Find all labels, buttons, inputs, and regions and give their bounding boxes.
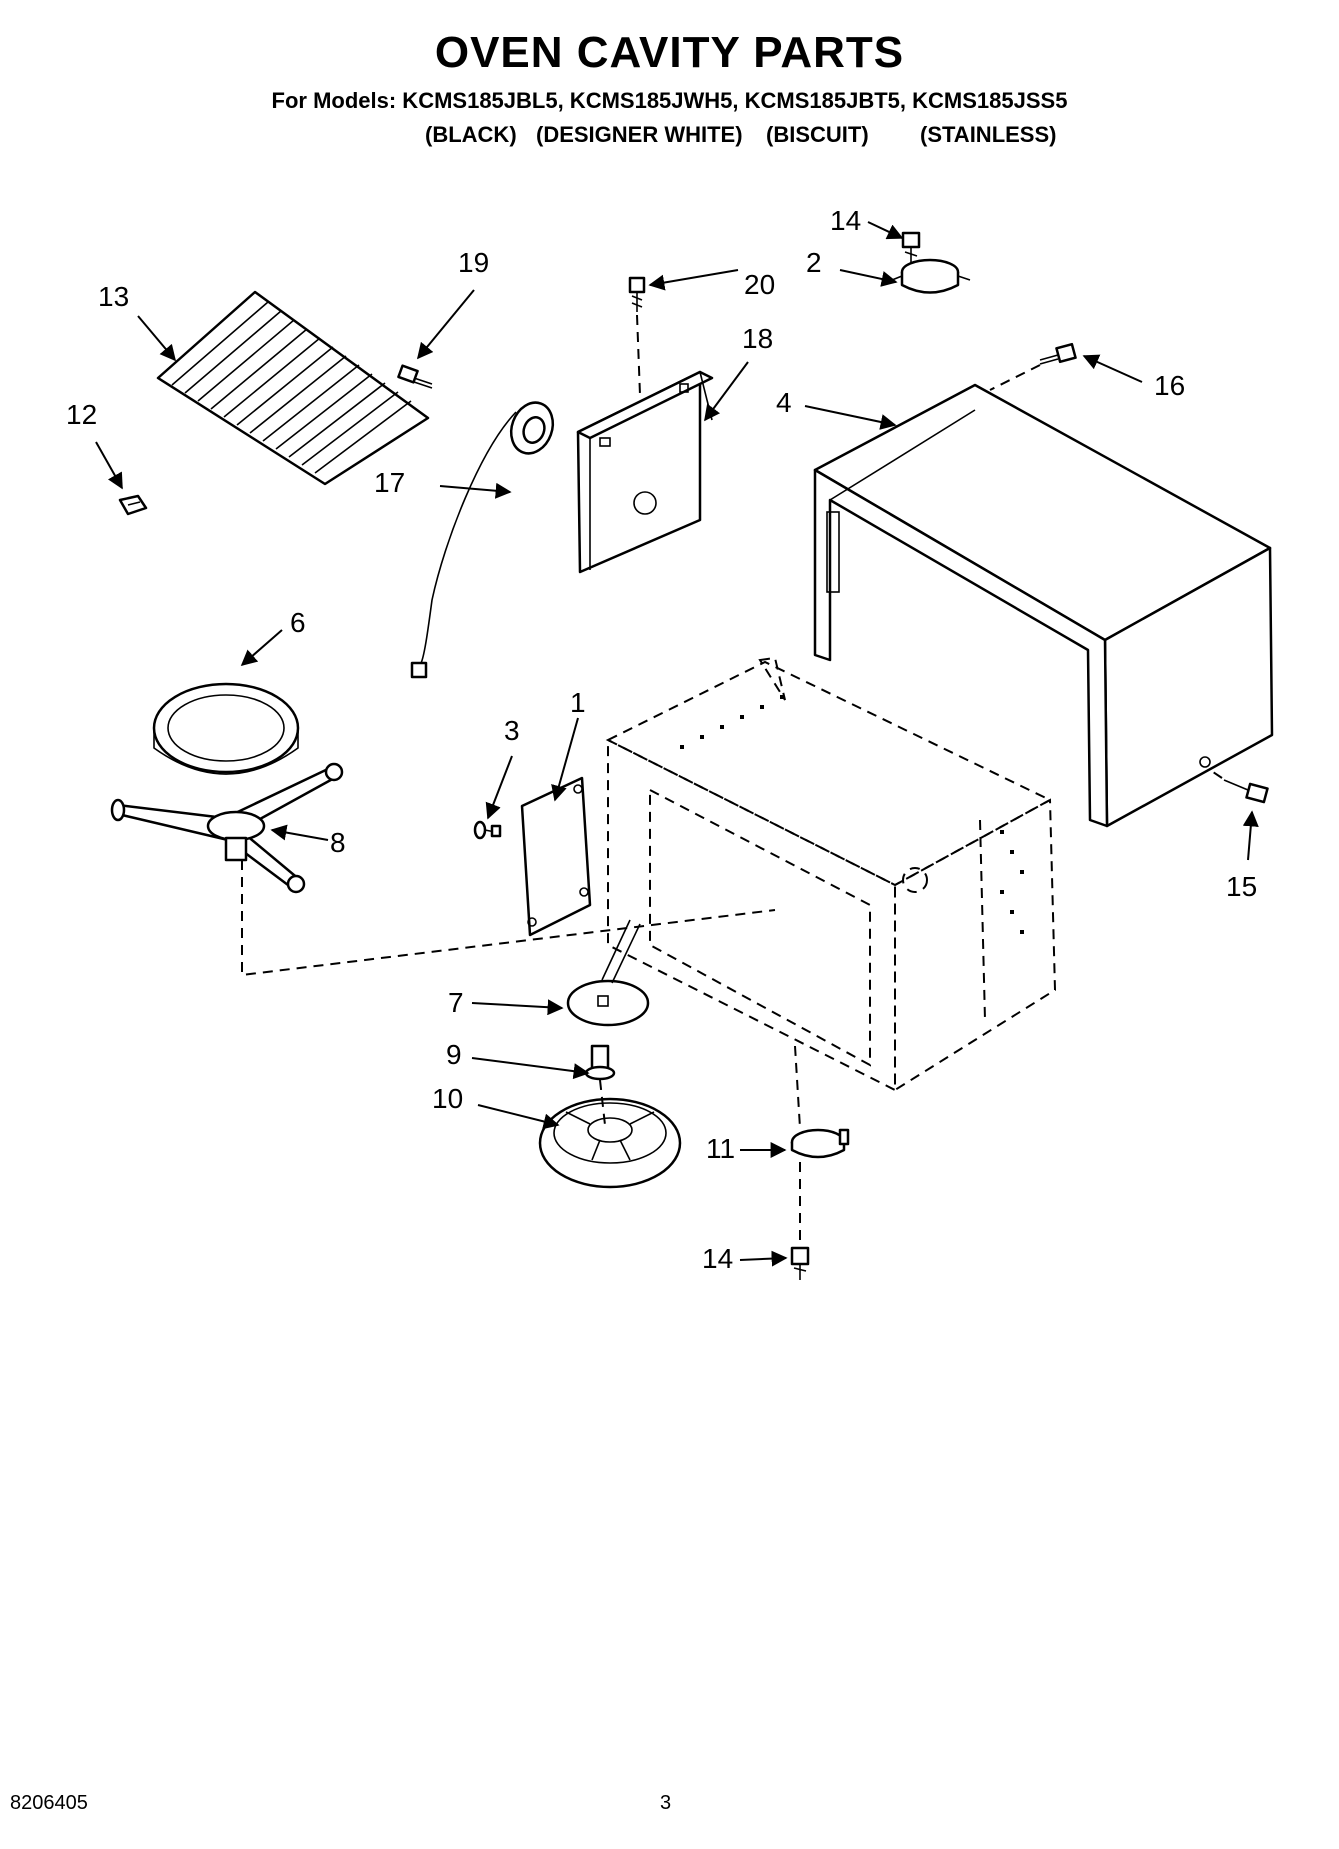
callout-14-bottom: 14: [702, 1243, 733, 1274]
callout-9: 9: [446, 1039, 462, 1070]
callout-8: 8: [330, 827, 346, 858]
part-3-screw: [473, 820, 502, 840]
callout-16: 16: [1154, 370, 1185, 401]
part-17-lamp-socket: [410, 401, 555, 679]
part-2-motor: [891, 258, 971, 294]
doc-number: 8206405: [10, 1792, 88, 1814]
callout-14-top: 14: [830, 205, 861, 236]
callout-11: 11: [706, 1133, 735, 1164]
part-18-bracket: [576, 370, 714, 574]
part-4-outer-wrapper: [813, 383, 1274, 828]
callout-20: 20: [744, 269, 775, 300]
callout-2: 2: [806, 247, 822, 278]
part-11-turntable-motor: [790, 1128, 850, 1159]
part-14-screw-bottom: [790, 1246, 810, 1280]
callout-15: 15: [1226, 871, 1257, 902]
part-19-screw: [397, 364, 433, 389]
part-12-clip: [118, 494, 148, 516]
callout-19: 19: [458, 247, 489, 278]
color-designer-white: (DESIGNER WHITE): [536, 122, 743, 147]
color-stainless: (STAINLESS): [920, 122, 1057, 147]
part-13-grille-tray: [156, 290, 430, 486]
callout-18: 18: [742, 323, 773, 354]
oven-cavity-phantom: [605, 656, 1057, 1092]
part-1-waveguide-cover: [520, 776, 592, 937]
part-9-shaft-coupler: [584, 1044, 616, 1081]
part-16-screw: [1039, 342, 1077, 365]
part-6-glass-tray: [152, 682, 300, 775]
part-20-screw: [628, 276, 646, 312]
color-black: (BLACK): [425, 122, 517, 147]
part-15-screw: [1223, 779, 1269, 804]
callout-labels: 13 12 19 17 20 18 14 2 16 4 6 8 1 3 7 9 …: [66, 205, 1257, 1274]
page-number: 3: [660, 1792, 672, 1814]
page-title: OVEN CAVITY PARTS: [434, 28, 905, 77]
callout-3: 3: [504, 715, 520, 746]
callout-12: 12: [66, 399, 97, 430]
part-14-screw-top: [901, 231, 921, 265]
callout-13: 13: [98, 281, 129, 312]
callout-10: 10: [432, 1083, 463, 1114]
models-line: For Models: KCMS185JBL5, KCMS185JWH5, KC…: [271, 88, 1068, 113]
callout-17: 17: [374, 467, 405, 498]
color-biscuit: (BISCUIT): [766, 122, 869, 147]
part-7-coupler-disc: [566, 979, 650, 1027]
callout-1: 1: [570, 687, 586, 718]
part-10-roller-ring: [538, 1097, 682, 1189]
callout-7: 7: [448, 987, 464, 1018]
part-8-roller-support: [110, 762, 344, 894]
callout-6: 6: [290, 607, 306, 638]
callout-leaders: [95, 221, 1259, 1267]
callout-4: 4: [776, 387, 792, 418]
